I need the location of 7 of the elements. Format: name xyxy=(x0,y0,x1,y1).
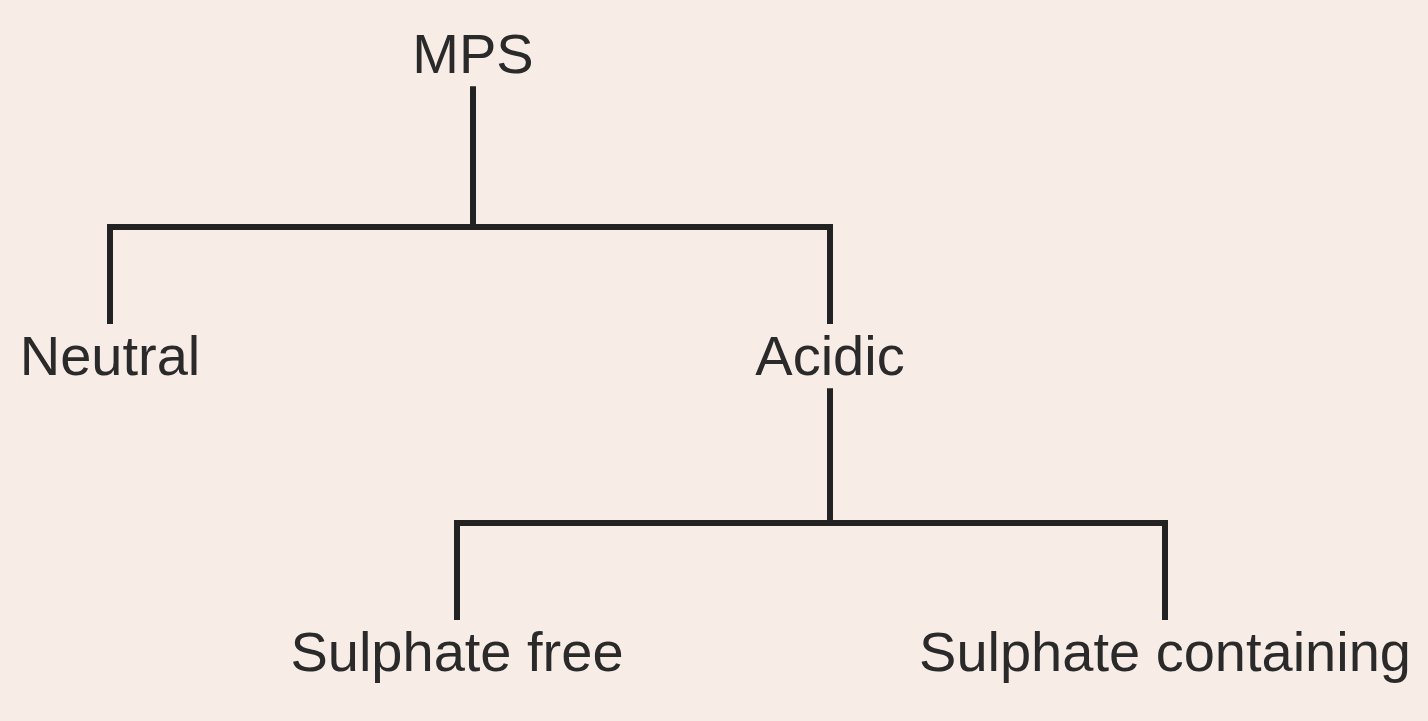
tree-connector xyxy=(827,388,1168,620)
node-label: Sulphate free xyxy=(288,620,626,685)
node-label: Acidic xyxy=(753,324,907,389)
node-label: MPS xyxy=(410,22,536,87)
node-label: Neutral xyxy=(17,324,203,389)
tree-connector xyxy=(470,86,833,324)
node-label: Sulphate containing xyxy=(917,620,1413,685)
